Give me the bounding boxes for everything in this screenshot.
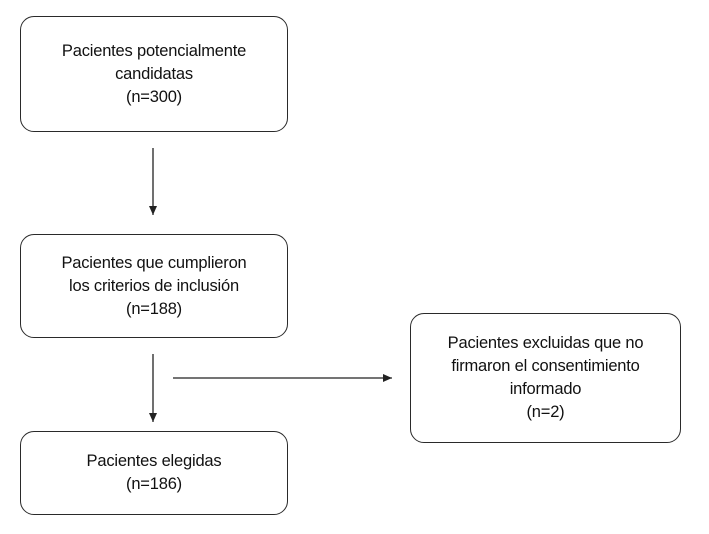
node-inclusion-criteria-line2: los criterios de inclusión [69,276,239,295]
node-elected-count: (n=186) [126,475,182,493]
node-candidate-patients-line1: Pacientes potencialmente [61,41,247,60]
node-excluded-line2: firmaron el consentimiento [451,357,640,375]
node-excluded-line3: informado [509,380,582,398]
node-inclusion-criteria-line1: Pacientes que cumplieron [61,253,247,272]
node-excluded-count: (n=2) [526,403,565,421]
node-inclusion-criteria-count: (n=188) [126,299,182,318]
node-elected-line1: Pacientes elegidas [86,452,222,470]
node-excluded-line1: Pacientes excluidas que no [447,334,644,352]
node-candidate-patients-count: (n=300) [126,87,182,106]
node-candidate-patients: Pacientes potencialmente candidatas (n=3… [20,16,288,132]
node-excluded-patients: Pacientes excluidas que no firmaron el c… [410,313,681,443]
node-candidate-patients-line2: candidatas [115,64,193,83]
node-elected-patients: Pacientes elegidas (n=186) [20,431,288,515]
node-inclusion-criteria-patients: Pacientes que cumplieron los criterios d… [20,234,288,338]
